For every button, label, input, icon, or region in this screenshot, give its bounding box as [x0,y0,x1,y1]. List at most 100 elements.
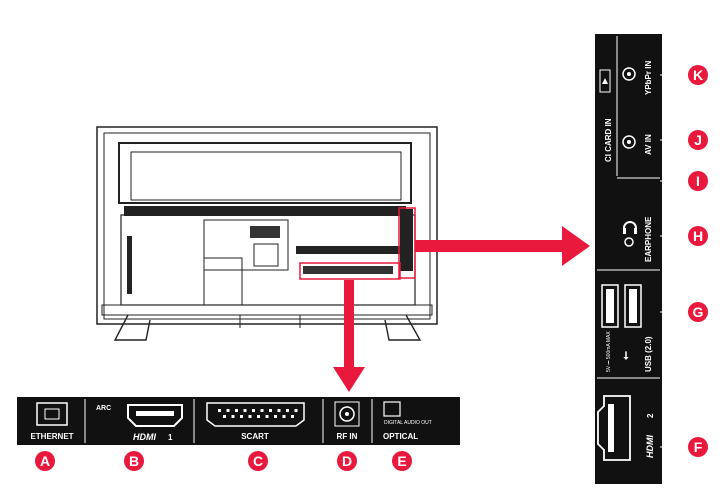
ethernet-jack-icon [44,408,60,420]
scart-port-icon [206,402,305,427]
tv-left-vents [127,236,132,294]
callout-f [688,437,708,457]
hdmi2-number: 2 [646,413,655,418]
callout-i [688,171,708,191]
side-panel-separators [597,36,660,379]
usb-port-2-inner [629,289,637,323]
callout-b-letter: B [129,453,139,469]
ethernet-port-icon [36,402,68,426]
callout-a-letter: A [40,453,50,469]
scart-pin [274,415,277,418]
scart-pin [231,415,235,418]
usb-spec-label: 5V ⎓ 500mA MAX [606,331,612,372]
scart-pin [265,415,269,418]
scart-pin [218,409,221,412]
callout-h [688,226,708,246]
usb-label: USB (2.0) [644,336,653,372]
bottom-callouts: A B C D E [35,451,412,471]
tv-left-foot [113,314,151,341]
tv-bezel-bottom [101,304,433,316]
scart-pin [286,409,289,412]
tv-label-sticker [250,226,280,238]
tv-center-plate [203,219,289,271]
scart-pin [294,409,298,412]
hdmi1-number: 1 [168,433,173,442]
optical-port: DIGITAL AUDIO OUT OPTICAL [383,401,432,441]
scart-label: SCART [241,432,269,441]
ci-slot-icon [599,69,611,93]
rf-port: RF IN [334,401,360,441]
callout-k [688,65,708,85]
callout-k-letter: K [693,67,703,83]
scart-pins [218,409,298,418]
callout-i-letter: I [696,173,700,189]
hdmi-port-icon [127,404,183,427]
scart-pin [248,415,252,418]
optical-label: OPTICAL [383,432,418,441]
callout-h-letter: H [693,228,703,244]
hdmi2-pins [608,404,614,452]
rf-frame [334,401,360,427]
tv-vent-strip [124,206,406,216]
tv-inner-box [253,243,279,267]
callout-g-letter: G [693,304,704,320]
scart-pin [240,415,243,418]
ci-label: CI CARD IN [604,118,613,162]
tv-side-connectors [400,209,413,271]
hdmi2-port-icon [597,395,631,461]
hdmi2-logo: HDMI [645,435,655,458]
callout-b [124,451,144,471]
tv-top-cover [118,142,412,204]
callout-c [248,451,268,471]
arrow-right-shaft [415,240,565,252]
callout-j [688,130,708,150]
av-jack-center [627,140,631,144]
scart-pin [223,415,226,418]
arc-label: ARC [96,405,111,412]
scart-pin [260,409,264,412]
callout-c-letter: C [253,453,263,469]
scart-pin [291,415,294,418]
arrow-down-head [333,367,365,392]
hdmi1-logo: HDMI [133,432,156,442]
tv-power-plate [203,257,243,306]
scart-pin [252,409,255,412]
ypbpr-jack-center [627,72,631,76]
usb-port-1-icon [601,284,619,328]
arrow-right-head [562,226,590,266]
usb-symbol-icon: ⭠ [620,351,632,360]
optical-sub-label: DIGITAL AUDIO OUT [384,420,432,426]
side-port-panel: YPbPr IN AV IN CI CARD IN EARPHONE 5V ⎓ … [595,34,708,484]
scart-pin [226,409,230,412]
callout-f-letter: F [694,439,703,455]
tv-back-illustration [96,126,438,341]
side-panel-bg [595,34,662,484]
scart-pin [277,409,281,412]
tv-top-panel [130,151,402,201]
rf-label: RF IN [337,432,358,441]
earphone-icon [623,221,637,234]
ci-arrow-icon [602,78,608,84]
tv-scart-strip [296,246,408,254]
side-callouts: K J I H G F [688,65,708,457]
scart-pin [235,409,238,412]
side-callout-lines [660,74,688,448]
hdmi-pins [136,411,174,416]
arrow-down-shaft [344,280,354,370]
callout-g [688,302,708,322]
ypbpr-jack-icon [622,67,636,81]
av-jack-icon [622,135,636,149]
optical-port-icon [383,401,401,417]
earphone-jack-icon [624,237,634,247]
hdmi1-port: ARC HDMI 1 [96,404,183,442]
ethernet-label: ETHERNET [30,432,73,441]
earphone-label: EARPHONE [644,216,653,262]
ypbpr-label: YPbPr IN [644,61,653,95]
tv-inner-frame [103,132,431,320]
highlight-bottom-box [299,262,401,280]
usb-port-1-inner [606,289,614,323]
scart-pin [257,415,260,418]
scart-pin [282,415,286,418]
tv-outer-frame [96,126,438,325]
